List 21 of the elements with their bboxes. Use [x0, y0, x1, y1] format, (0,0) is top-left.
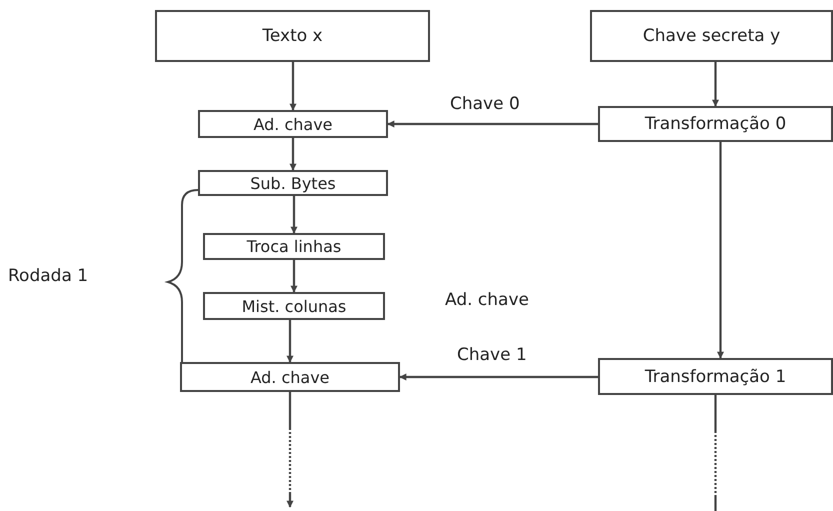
arrow	[290, 196, 298, 234]
arrow	[712, 62, 719, 107]
arrow	[290, 62, 296, 111]
process-box: Sub. Bytes	[198, 170, 388, 196]
arrow	[399, 374, 598, 380]
arrow	[387, 120, 598, 128]
arrow	[290, 260, 298, 293]
process-box: Transformação 0	[598, 106, 833, 142]
process-box: Ad. chave	[198, 110, 388, 138]
process-box: Mist. colunas	[203, 292, 385, 320]
process-box: Chave secreta y	[590, 10, 833, 62]
text-label: Ad. chave	[445, 290, 529, 310]
arrow	[290, 138, 296, 171]
round-label: Rodada 1	[8, 266, 88, 286]
process-box: Troca linhas	[203, 233, 385, 260]
process-box: Transformação 1	[598, 358, 833, 395]
process-box: Texto x	[155, 10, 430, 62]
arrow	[286, 392, 294, 508]
process-box: Ad. chave	[180, 362, 400, 392]
arrow	[286, 320, 294, 363]
arrow	[717, 142, 724, 359]
